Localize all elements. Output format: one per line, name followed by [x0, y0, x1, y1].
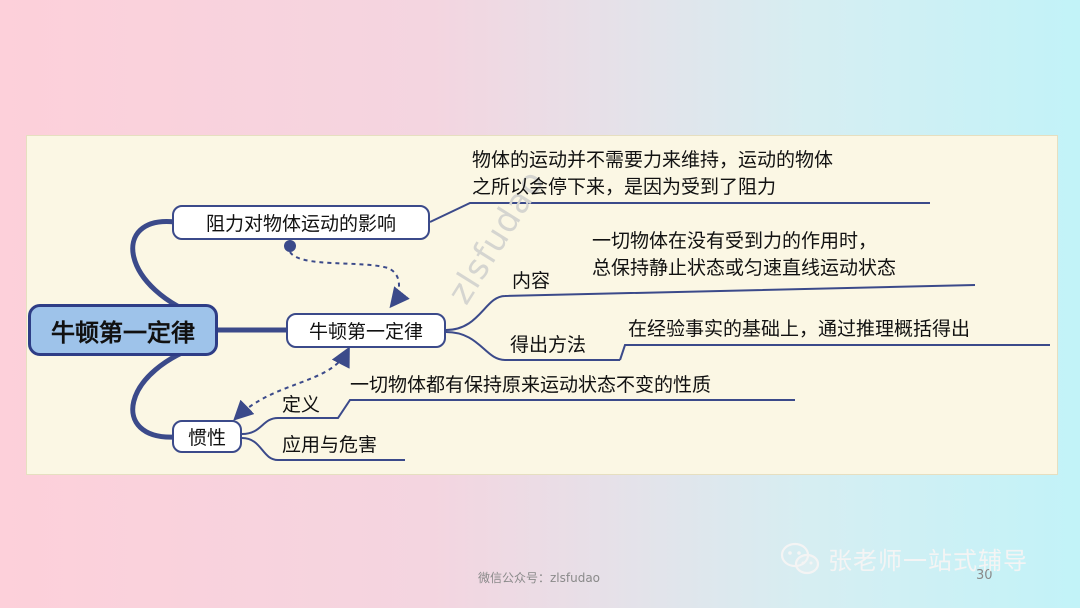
wechat-icon	[780, 542, 820, 574]
resistance-detail-line2: 之所以会停下来，是因为受到了阻力	[472, 176, 777, 198]
content-label: 内容	[512, 270, 551, 292]
definition-text: 一切物体都有保持原来运动状态不变的性质	[350, 374, 712, 396]
page-number: 30	[976, 568, 993, 583]
application-label: 应用与危害	[282, 434, 378, 456]
brand: 张老师一站式辅导	[780, 541, 1028, 576]
content-line1: 一切物体在没有受到力的作用时，	[592, 230, 878, 252]
node-resistance-effect: 阻力对物体运动的影响	[172, 205, 430, 240]
root-node: 牛顿第一定律	[28, 304, 218, 356]
definition-label: 定义	[282, 394, 321, 416]
node-newton-first-law: 牛顿第一定律	[286, 313, 446, 348]
method-label: 得出方法	[510, 334, 587, 356]
brand-name: 张老师一站式辅导	[828, 547, 1028, 575]
footer-wechat-account: 微信公众号：zlsfudao	[478, 571, 601, 585]
content-line2: 总保持静止状态或匀速直线运动状态	[592, 257, 897, 279]
method-text: 在经验事实的基础上，通过推理概括得出	[628, 318, 971, 340]
resistance-detail-line1: 物体的运动并不需要力来维持，运动的物体	[472, 149, 834, 171]
node-inertia: 惯性	[172, 420, 242, 453]
